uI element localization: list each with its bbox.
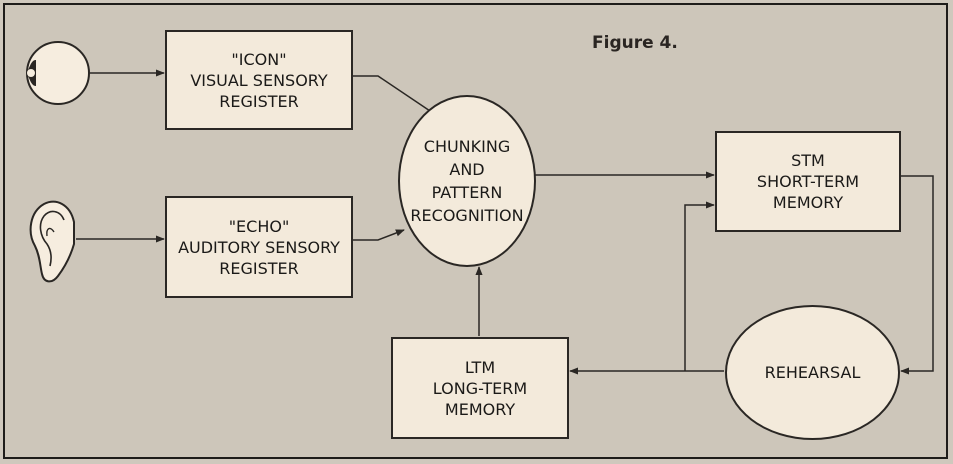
stm-label-1: STM (791, 150, 825, 171)
icon-register-label-3: REGISTER (219, 91, 299, 112)
ltm-long-term-memory: LTM LONG-TERM MEMORY (391, 337, 569, 439)
ear-icon (31, 202, 74, 282)
ltm-label-3: MEMORY (445, 399, 515, 420)
chunking-label-3: PATTERN (432, 181, 503, 204)
echo-register-label-1: "ECHO" (229, 216, 290, 237)
icon-register-label-2: VISUAL SENSORY (190, 70, 327, 91)
arrow-loop-to-stm (685, 205, 714, 371)
ltm-label-2: LONG-TERM (433, 378, 527, 399)
rehearsal-node: REHEARSAL (725, 305, 900, 440)
stm-short-term-memory: STM SHORT-TERM MEMORY (715, 131, 901, 232)
ltm-label-1: LTM (465, 357, 495, 378)
chunking-label-1: CHUNKING (424, 135, 510, 158)
icon-visual-sensory-register: "ICON" VISUAL SENSORY REGISTER (165, 30, 353, 130)
arrow-echo-to-chunking (353, 230, 404, 240)
arrow-stm-to-rehearsal (901, 176, 933, 371)
chunking-label-2: AND (449, 158, 484, 181)
stm-label-2: SHORT-TERM (757, 171, 859, 192)
figure-label: Figure 4. (592, 33, 678, 53)
chunking-label-4: RECOGNITION (410, 204, 523, 227)
arrow-icon-to-chunking (353, 76, 436, 115)
echo-auditory-sensory-register: "ECHO" AUDITORY SENSORY REGISTER (165, 196, 353, 298)
icon-register-label-1: "ICON" (231, 49, 286, 70)
eye-icon (27, 42, 89, 104)
echo-register-label-3: REGISTER (219, 258, 299, 279)
rehearsal-label: REHEARSAL (765, 361, 861, 384)
stm-label-3: MEMORY (773, 192, 843, 213)
echo-register-label-2: AUDITORY SENSORY (178, 237, 340, 258)
chunking-pattern-recognition-node: CHUNKING AND PATTERN RECOGNITION (398, 95, 536, 267)
